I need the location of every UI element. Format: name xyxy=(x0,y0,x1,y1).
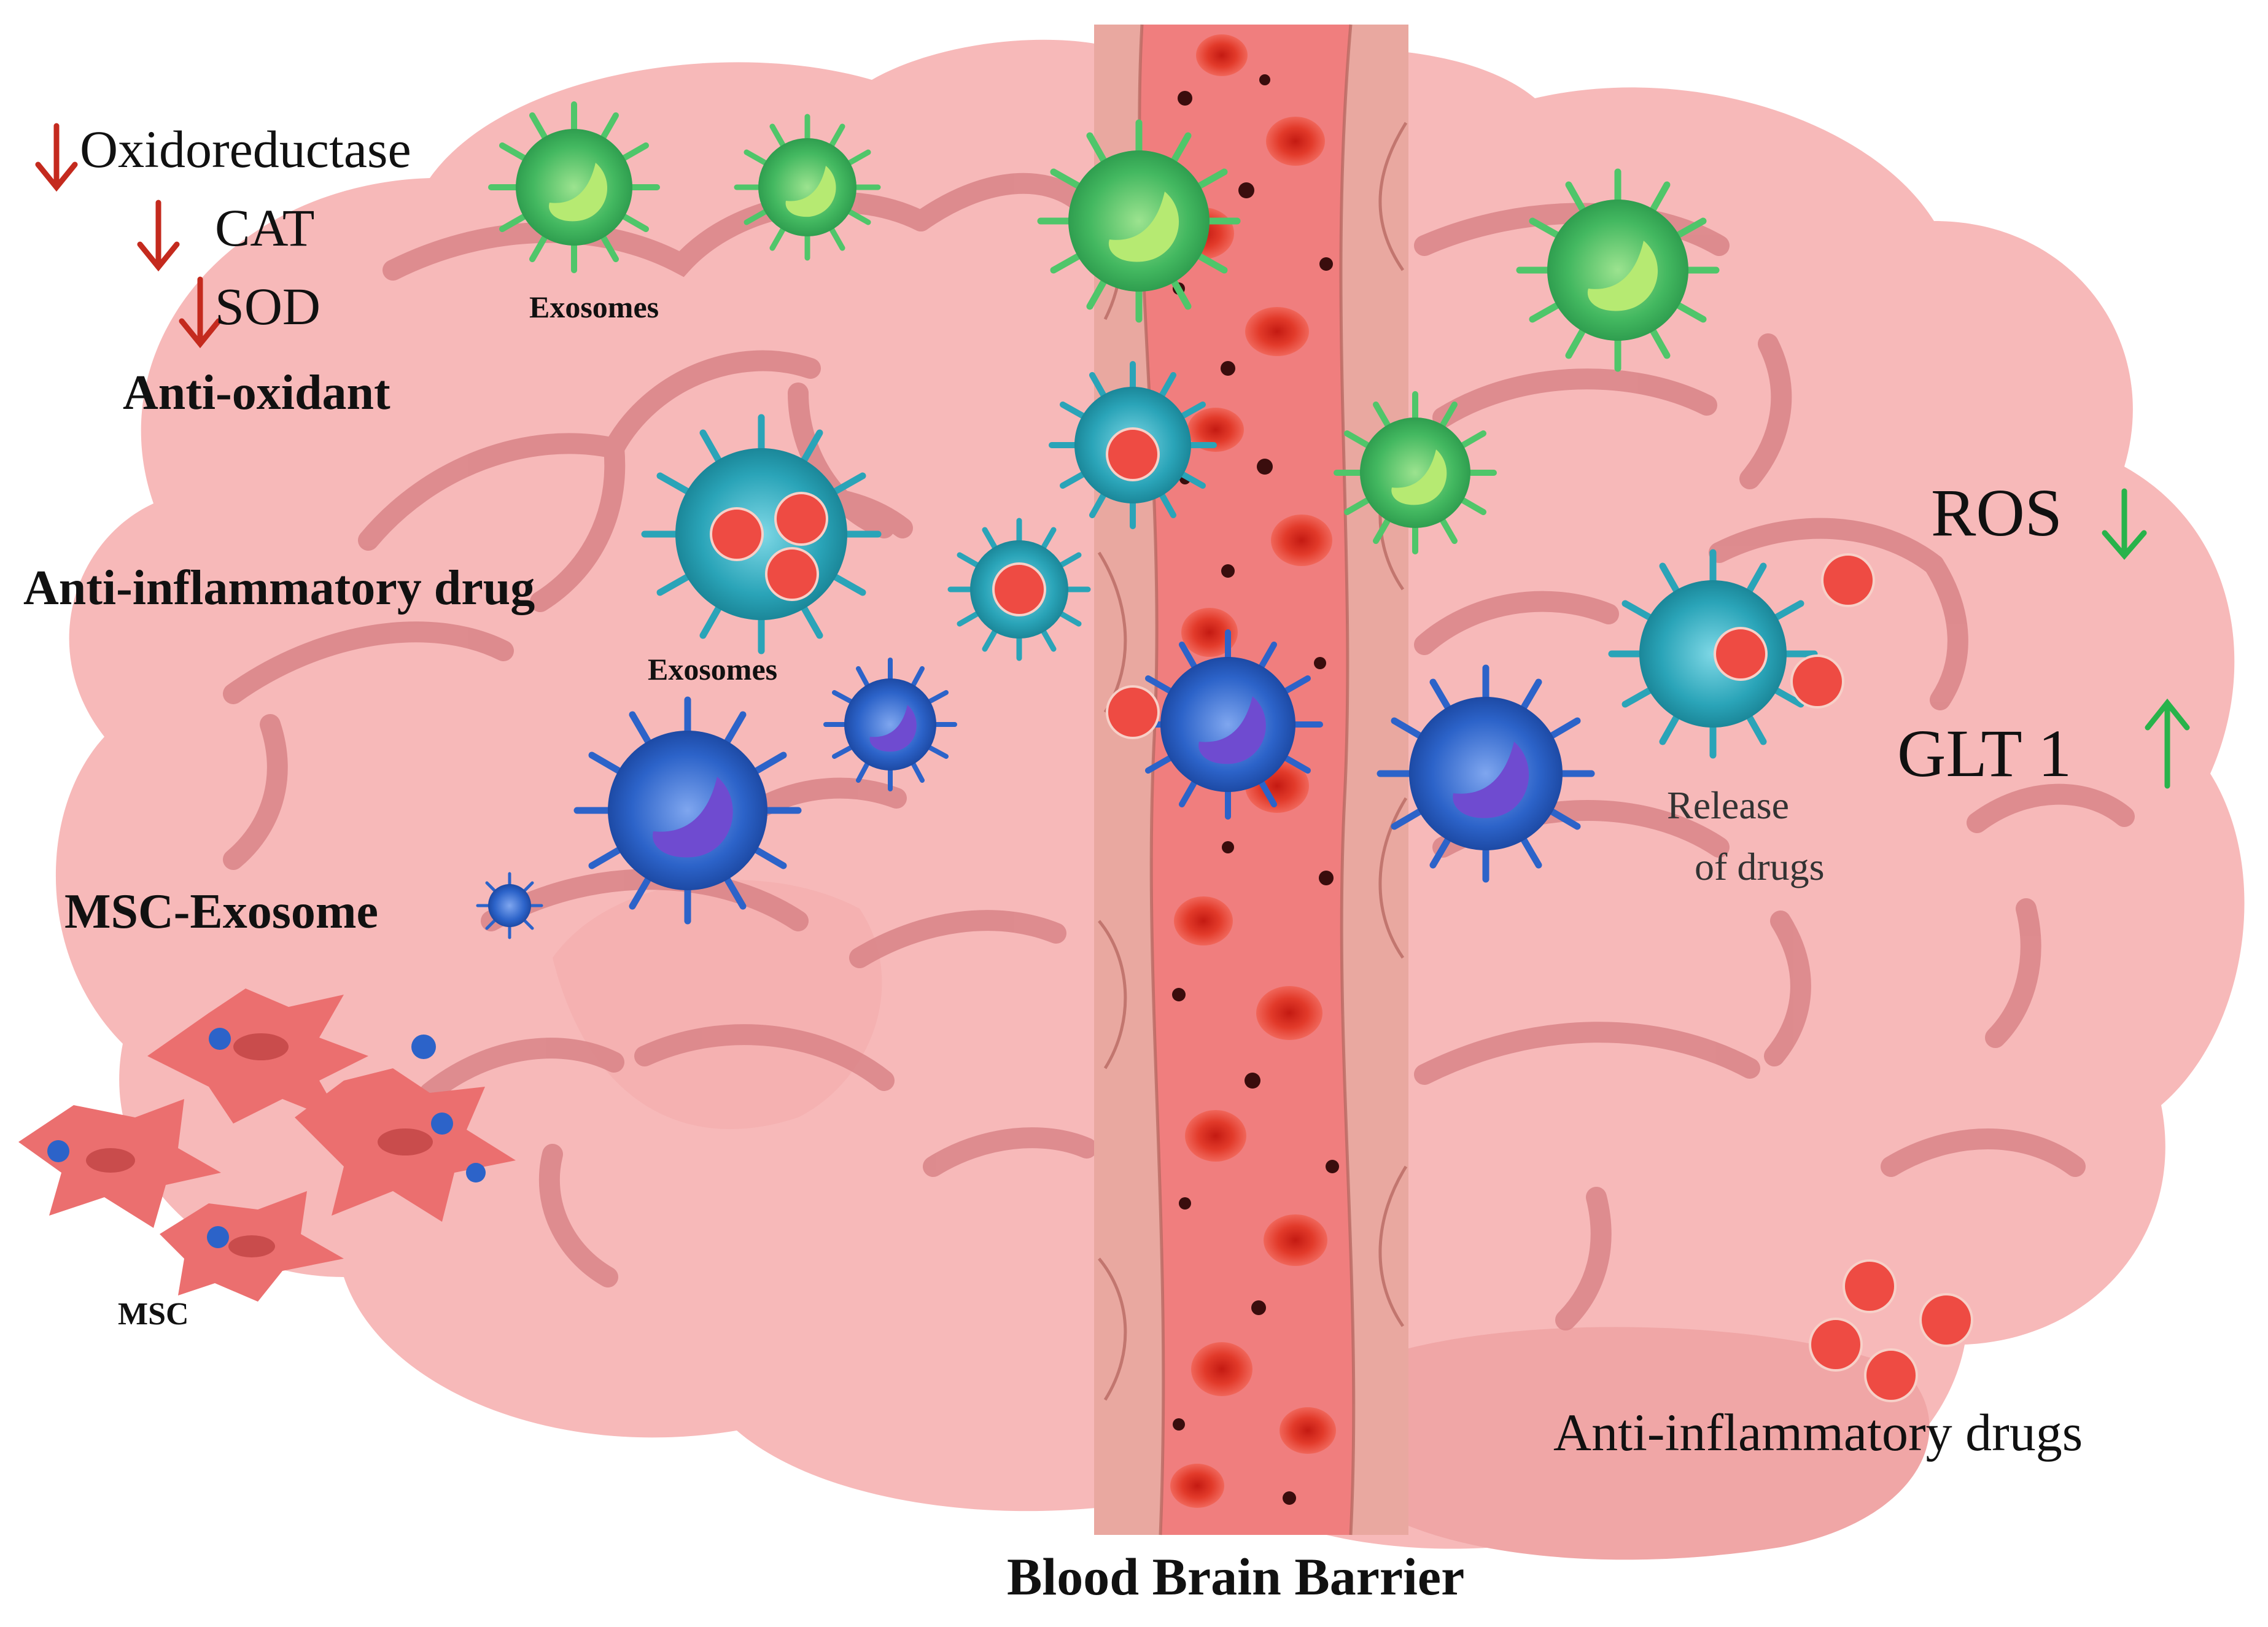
release-label-line2: of drugs xyxy=(1695,845,1825,888)
anti-inflammatory-drug-label: Anti-inflammatory drug xyxy=(23,561,535,615)
green-exosome-icon xyxy=(488,101,1720,554)
ros-label: ROS xyxy=(1931,475,2062,550)
msc-exosome-label: MSC-Exosome xyxy=(64,885,379,939)
bbb-label: Blood Brain Barrier xyxy=(1007,1547,1465,1606)
anti-inflammatory-drugs-label: Anti-inflammatory drugs xyxy=(1553,1403,2083,1462)
oxidoreductase-label: Oxidoreductase xyxy=(80,120,411,179)
cat-label: CAT xyxy=(215,198,315,257)
exosomes-top-label: Exosomes xyxy=(529,290,659,324)
release-label-line1: Release xyxy=(1667,783,1789,827)
down-arrow-icon xyxy=(2102,488,2147,560)
msc-label: MSC xyxy=(118,1297,189,1332)
anti-oxidant-label: Anti-oxidant xyxy=(123,366,390,420)
sod-label: SOD xyxy=(215,277,321,336)
glt1-label: GLT 1 xyxy=(1897,716,2072,791)
up-arrow-icon xyxy=(2145,698,2190,789)
msc-cell-icon xyxy=(18,988,516,1302)
red-blood-cells xyxy=(1170,34,1336,1508)
down-arrow-icon xyxy=(35,123,222,349)
exosomes-mid-label: Exosomes xyxy=(648,652,778,686)
blue-exosome-icon xyxy=(476,629,1595,939)
drug-particle-icon xyxy=(710,427,1973,1402)
